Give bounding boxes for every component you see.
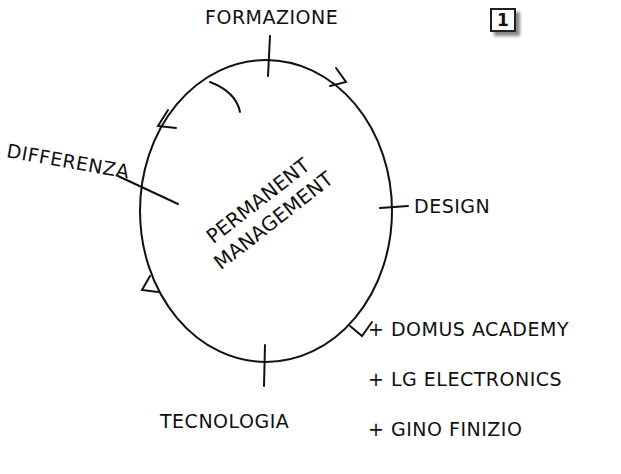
callout-number: 1 [490,8,516,32]
stage-label: DESIGN [414,195,490,217]
center-text: PERMANENT MANAGEMENT [184,139,349,283]
stage-label: TECNOLOGIA [160,410,289,432]
stage-label: DIFFERENZA [5,139,131,182]
cycle-circle: PERMANENT MANAGEMENT [138,58,394,364]
partner-item: + DOMUS ACADEMY [368,318,569,340]
partner-item: + GINO FINIZIO [368,418,522,440]
stage-label: FORMAZIONE [205,6,338,28]
partner-item: + LG ELECTRONICS [368,368,562,390]
